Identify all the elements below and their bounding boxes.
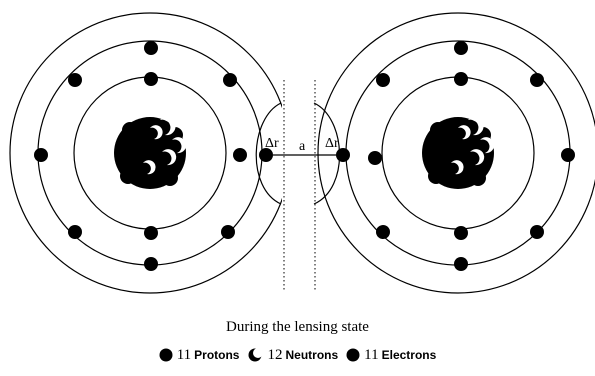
electron — [223, 73, 237, 87]
neutron-icon — [248, 348, 264, 362]
protons-label: Protons — [194, 348, 240, 362]
legend: 11 Protons 12 Neutrons 11 Electrons — [0, 347, 595, 363]
electron — [336, 148, 350, 162]
left-shell-dent — [255, 102, 282, 205]
electron — [530, 73, 544, 87]
left-electrons — [34, 41, 273, 271]
electrons-label: Electrons — [381, 348, 437, 362]
electron — [376, 73, 390, 87]
neutrons-label: Neutrons — [285, 348, 339, 362]
electron — [68, 225, 82, 239]
electron — [454, 226, 468, 240]
right-delta-r-label: Δr — [325, 136, 339, 151]
figure-caption: During the lensing state — [226, 319, 369, 335]
electron — [454, 41, 468, 55]
electron — [34, 148, 48, 162]
protons-count: 11 — [176, 347, 192, 363]
right-outer-shell — [317, 12, 595, 294]
electron — [144, 226, 158, 240]
electron — [233, 148, 247, 162]
electron — [454, 72, 468, 86]
electron — [561, 148, 575, 162]
separation-a-label: a — [299, 139, 306, 154]
electron — [221, 225, 235, 239]
electron — [368, 151, 382, 165]
electron — [454, 257, 468, 271]
electron — [376, 225, 390, 239]
electron — [144, 41, 158, 55]
right-electrons — [336, 41, 575, 271]
electrons-count: 11 — [364, 347, 379, 363]
left-nucleus — [114, 117, 187, 189]
legend-protons: 11 Protons — [159, 347, 240, 363]
electron — [144, 72, 158, 86]
electron-icon — [346, 348, 360, 362]
electron — [68, 73, 82, 87]
electron — [144, 257, 158, 271]
electron — [259, 148, 273, 162]
proton-icon — [159, 348, 173, 362]
left-outer-shell — [9, 12, 282, 294]
legend-electrons: 11 Electrons — [346, 347, 436, 363]
legend-neutrons: 12 Neutrons — [247, 347, 338, 363]
right-nucleus — [422, 117, 495, 189]
electron — [530, 225, 544, 239]
dual-atom-lensing-diagram: Δr Δr a — [9, 12, 595, 294]
neutrons-count: 12 — [267, 347, 283, 363]
left-delta-r-label: Δr — [265, 136, 279, 151]
